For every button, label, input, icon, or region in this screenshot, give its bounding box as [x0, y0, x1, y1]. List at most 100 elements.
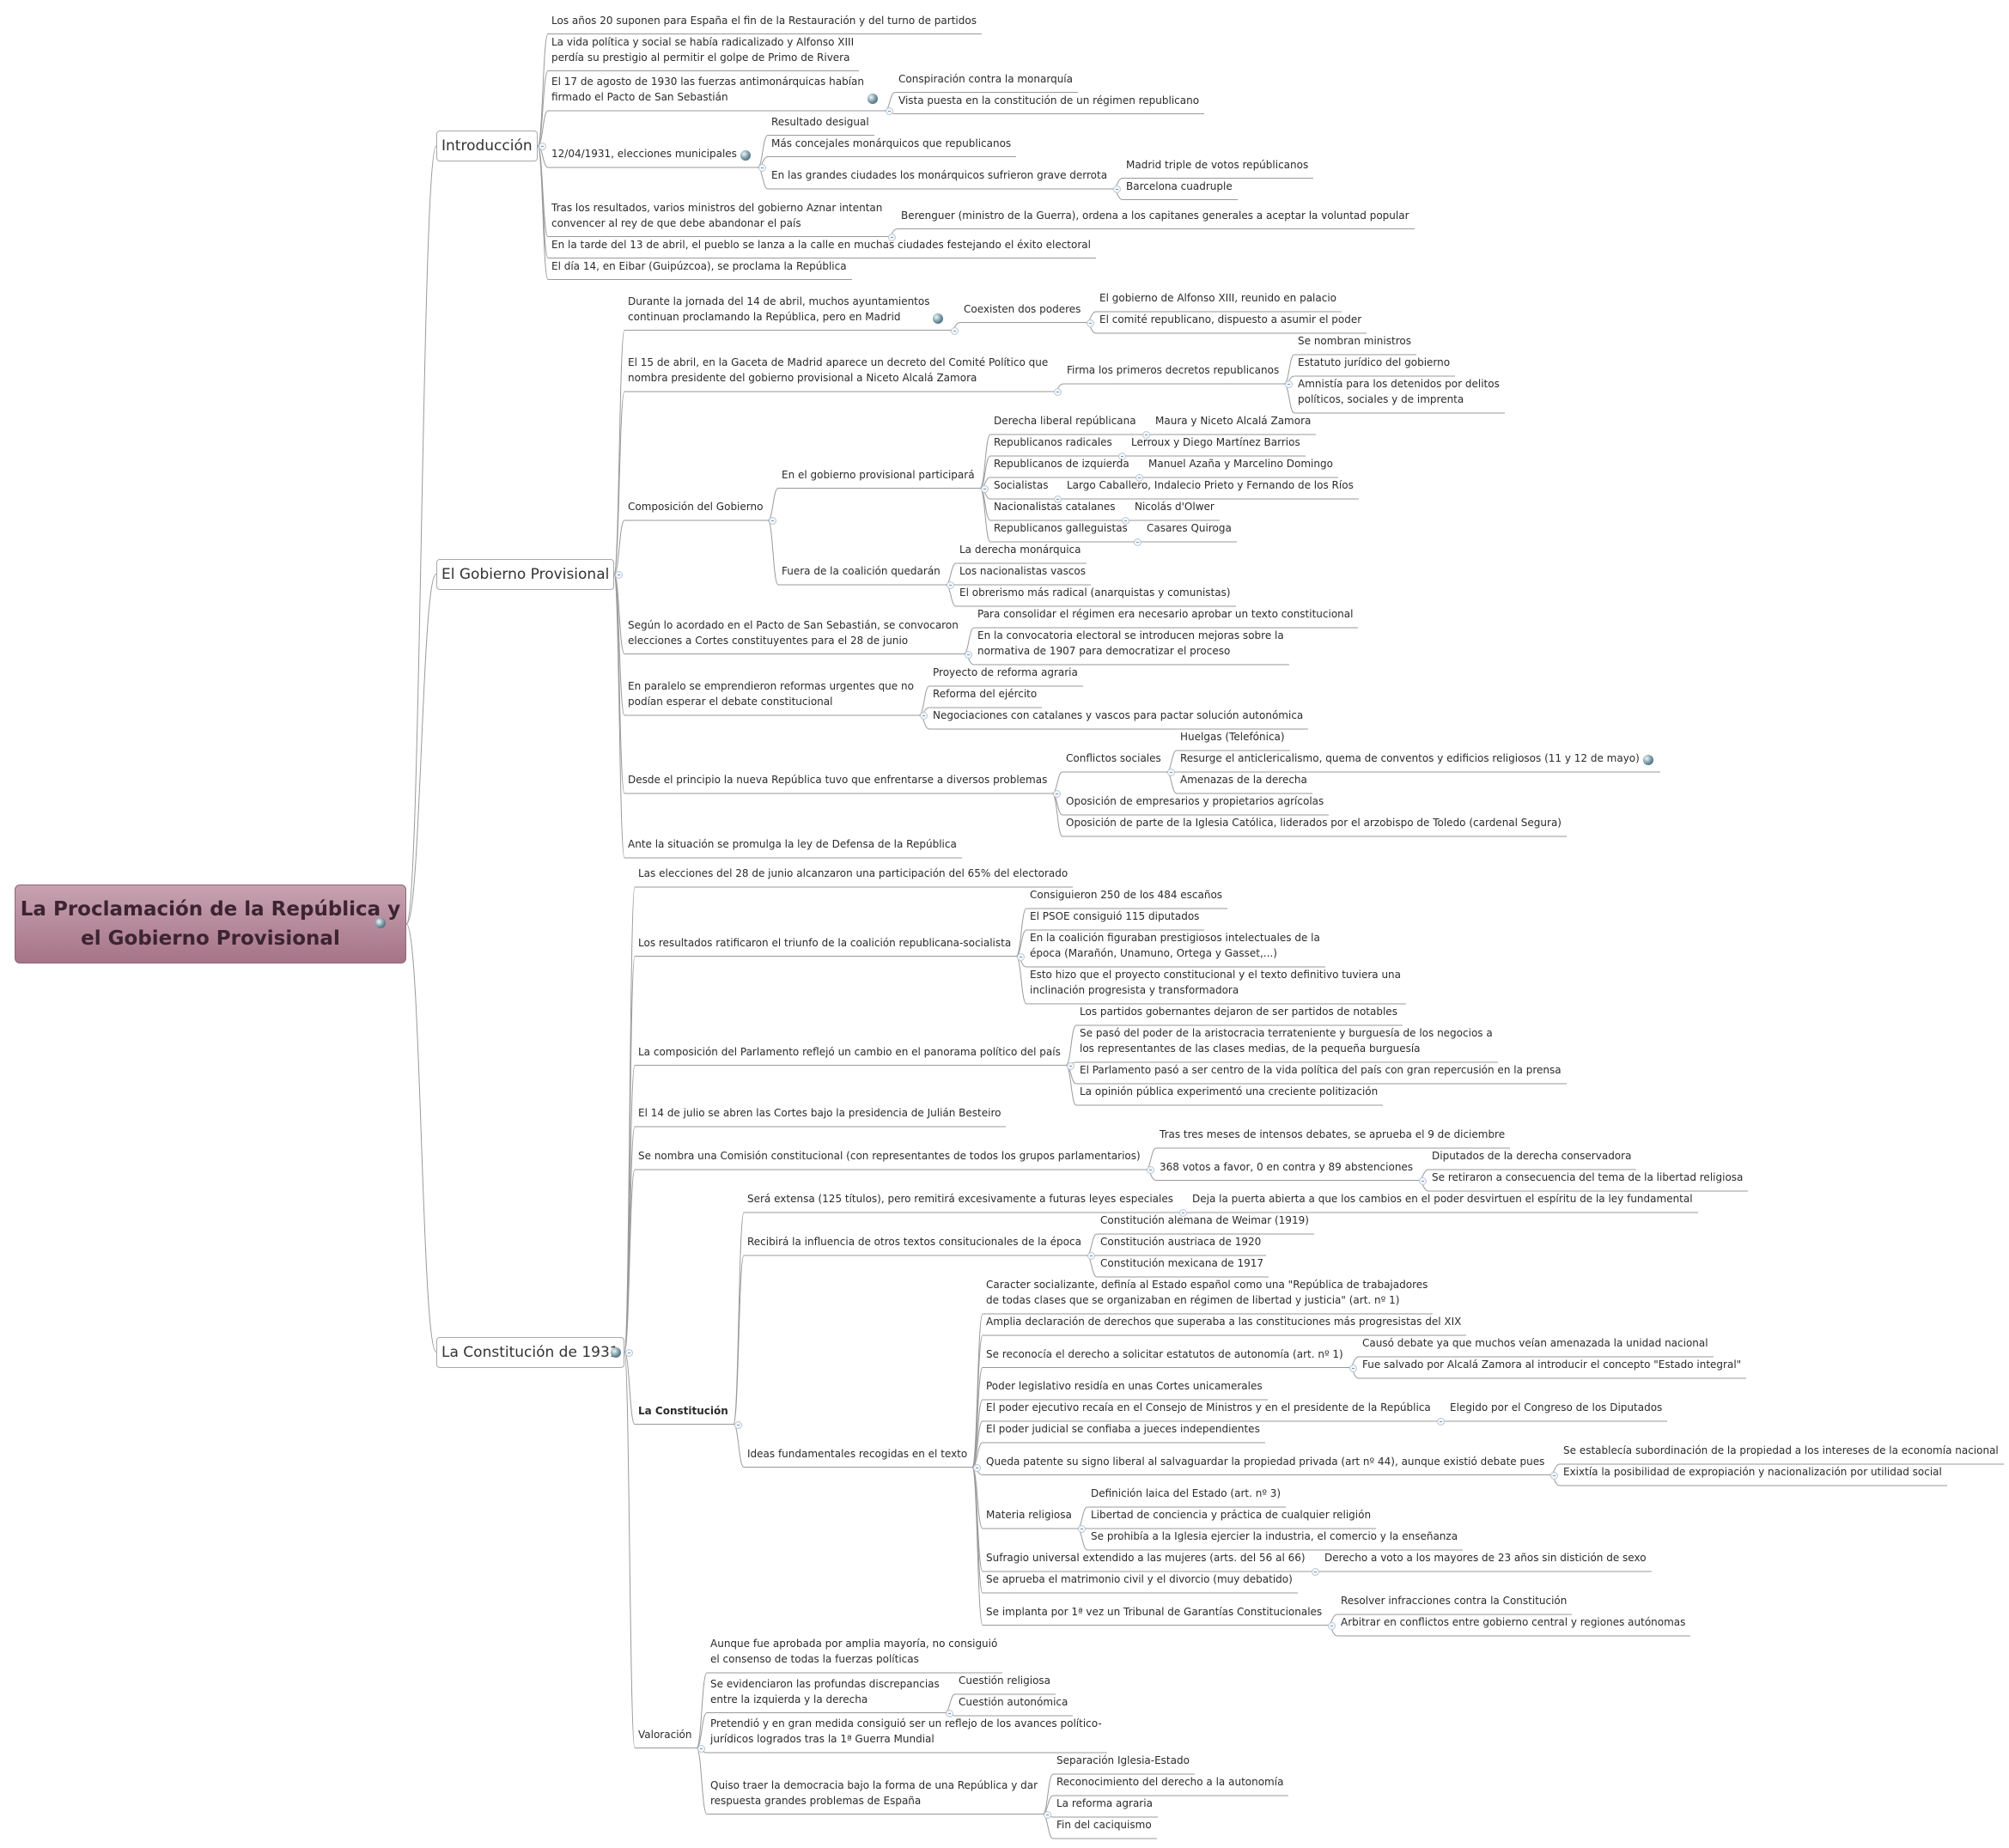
collapse-toggle-icon[interactable] — [1437, 1418, 1445, 1426]
topic-leaf[interactable]: Resurge el anticlericalismo, quema de co… — [1180, 752, 1640, 764]
collapse-toggle-icon[interactable] — [734, 1420, 742, 1429]
collapse-toggle-icon[interactable] — [1053, 790, 1061, 798]
topic-leaf[interactable]: Se prohibía a la Iglesia ejercier la ind… — [1091, 1530, 1458, 1542]
subtopic-node[interactable]: Socialistas — [994, 479, 1049, 491]
topic-leaf[interactable]: Los partidos gobernantes dejaron de ser … — [1080, 1006, 1397, 1018]
collapse-toggle-icon[interactable] — [615, 570, 623, 579]
subtopic-node[interactable]: Composición del Gobierno — [628, 501, 764, 513]
topic-leaf[interactable]: Los años 20 suponen para España el fin d… — [551, 14, 977, 27]
topic-leaf[interactable]: Oposición de empresarios y propietarios … — [1066, 795, 1324, 807]
topic-leaf[interactable]: Casares Quiroga — [1147, 522, 1232, 534]
topic-leaf[interactable]: Poder legislativo residía en unas Cortes… — [986, 1380, 1263, 1392]
subtopic-node[interactable]: La Constitución — [638, 1404, 728, 1417]
topic-leaf[interactable]: El obrerismo más radical (anarquistas y … — [959, 587, 1231, 599]
topic-leaf[interactable]: Conspiración contra la monarquía — [898, 72, 1073, 85]
topic-leaf[interactable]: Libertad de conciencia y práctica de cua… — [1091, 1509, 1372, 1521]
subtopic-node[interactable]: En paralelo se emprendieron reformas urg… — [628, 680, 914, 708]
subtopic-node[interactable]: Materia religiosa — [986, 1509, 1072, 1521]
topic-leaf[interactable]: Arbitrar en conflictos entre gobierno ce… — [1341, 1616, 1686, 1628]
subtopic-node[interactable]: Los resultados ratificaron el triunfo de… — [638, 936, 1012, 949]
topic-leaf[interactable]: Para consolidar el régimen era necesario… — [977, 608, 1354, 620]
topic-leaf[interactable]: Resultado desigual — [771, 115, 869, 128]
collapse-toggle-icon[interactable] — [1349, 1364, 1357, 1372]
subtopic-node[interactable]: Se implanta por 1ª vez un Tribunal de Ga… — [986, 1605, 1323, 1618]
topic-leaf[interactable]: Exixtía la posibilidad de expropiación y… — [1563, 1466, 1942, 1478]
collapse-toggle-icon[interactable] — [1328, 1621, 1336, 1630]
collapse-toggle-icon[interactable] — [1017, 952, 1025, 961]
subtopic-node[interactable]: Firma los primeros decretos republicanos — [1067, 364, 1280, 376]
topic-leaf[interactable]: El 14 de julio se abren las Cortes bajo … — [638, 1107, 1001, 1119]
topic-leaf[interactable]: El gobierno de Alfonso XIII, reunido en … — [1099, 292, 1337, 304]
topic-leaf[interactable]: Diputados de la derecha conservadora — [1432, 1150, 1632, 1162]
topic-leaf[interactable]: Resolver infracciones contra la Constitu… — [1341, 1595, 1568, 1607]
topic-leaf[interactable]: Causó debate ya que muchos veían amenaza… — [1362, 1337, 1708, 1349]
topic-leaf[interactable]: Cuestión religiosa — [959, 1675, 1051, 1687]
topic-leaf[interactable]: La vida política y social se había radic… — [551, 35, 855, 64]
topic-leaf[interactable]: La reforma agraria — [1056, 1797, 1153, 1809]
topic-leaf[interactable]: Amenazas de la derecha — [1180, 774, 1307, 786]
collapse-toggle-icon[interactable] — [539, 143, 546, 150]
topic-leaf[interactable]: Se nombran ministros — [1298, 335, 1411, 347]
collapse-toggle-icon[interactable] — [1147, 1166, 1154, 1174]
topic-leaf[interactable]: Fue salvado por Alcalá Zamora al introdu… — [1362, 1359, 1742, 1371]
subtopic-node[interactable]: Conflictos sociales — [1066, 752, 1161, 764]
subtopic-node[interactable]: Tras los resultados, varios ministros de… — [551, 201, 883, 229]
topic-leaf[interactable]: Maura y Niceto Alcalá Zamora — [1155, 415, 1312, 427]
collapse-toggle-icon[interactable] — [973, 1463, 981, 1472]
collapse-toggle-icon[interactable] — [1312, 1568, 1319, 1576]
topic-leaf[interactable]: La derecha monárquica — [959, 544, 1081, 556]
collapse-toggle-icon[interactable] — [886, 107, 893, 115]
subtopic-node[interactable]: El 17 de agosto de 1930 las fuerzas anti… — [551, 76, 864, 103]
subtopic-node[interactable]: Ideas fundamentales recogidas en el text… — [747, 1447, 968, 1460]
subtopic-node[interactable]: En el gobierno provisional participará — [782, 468, 975, 481]
topic-leaf[interactable]: Amplia declaración de derechos que super… — [986, 1316, 1462, 1328]
main-topic-2[interactable]: La Constitución de 1931 — [436, 1336, 624, 1368]
collapse-toggle-icon[interactable] — [981, 484, 989, 493]
collapse-toggle-icon[interactable] — [1167, 769, 1175, 776]
topic-leaf[interactable]: Separación Iglesia-Estado — [1056, 1754, 1190, 1766]
subtopic-node[interactable]: Republicanos galleguistas — [994, 522, 1128, 534]
collapse-toggle-icon[interactable] — [1419, 1176, 1427, 1185]
subtopic-node[interactable]: Derecha liberal repúblicana — [994, 415, 1136, 427]
topic-leaf[interactable]: Caracter socializante, definía al Estado… — [986, 1279, 1428, 1306]
topic-leaf[interactable]: Huelgas (Telefónica) — [1180, 731, 1285, 743]
main-topic-1[interactable]: El Gobierno Provisional — [436, 558, 615, 590]
subtopic-node[interactable]: Se reconocía el derecho a solicitar esta… — [986, 1347, 1343, 1360]
collapse-toggle-icon[interactable] — [1134, 538, 1141, 546]
subtopic-node[interactable]: Valoración — [638, 1728, 692, 1741]
subtopic-node[interactable]: Según lo acordado en el Pacto de San Seb… — [628, 618, 959, 647]
topic-leaf[interactable]: Se retiraron a consecuencia del tema de … — [1432, 1171, 1744, 1183]
collapse-toggle-icon[interactable] — [920, 712, 928, 720]
topic-leaf[interactable]: El poder judicial se confiaba a jueces i… — [986, 1423, 1260, 1435]
topic-leaf[interactable]: Derecho a voto a los mayores de 23 años … — [1324, 1552, 1647, 1564]
subtopic-node[interactable]: 368 votos a favor, 0 en contra y 89 abst… — [1160, 1160, 1414, 1173]
collapse-toggle-icon[interactable] — [697, 1744, 705, 1753]
topic-leaf[interactable]: Ante la situación se promulga la ley de … — [628, 838, 957, 850]
topic-leaf[interactable]: Proyecto de reforma agraria — [933, 666, 1078, 678]
collapse-toggle-icon[interactable] — [951, 326, 959, 335]
topic-leaf[interactable]: Constitución mexicana de 1917 — [1100, 1257, 1263, 1269]
topic-leaf[interactable]: Constitución austriaca de 1920 — [1100, 1236, 1262, 1248]
topic-leaf[interactable]: Lerroux y Diego Martínez Barrios — [1131, 436, 1300, 448]
collapse-toggle-icon[interactable] — [1118, 453, 1126, 460]
subtopic-node[interactable]: Se evidenciaron las profundas discrepanc… — [710, 1677, 940, 1705]
topic-leaf[interactable]: Reconocimiento del derecho a la autonomí… — [1056, 1776, 1284, 1788]
topic-leaf[interactable]: La opinión pública experimentó una creci… — [1080, 1085, 1379, 1097]
subtopic-node[interactable]: Desde el principio la nueva República tu… — [628, 774, 1048, 786]
collapse-toggle-icon[interactable] — [888, 233, 896, 241]
collapse-toggle-icon[interactable] — [965, 650, 972, 659]
topic-leaf[interactable]: Manuel Azaña y Marcelino Domingo — [1148, 458, 1333, 470]
topic-leaf[interactable]: Deja la puerta abierta a que los cambios… — [1192, 1193, 1693, 1205]
collapse-toggle-icon[interactable] — [1179, 1209, 1187, 1217]
topic-leaf[interactable]: Esto hizo que el proyecto constitucional… — [1030, 969, 1402, 996]
subtopic-node[interactable]: 12/04/1931, elecciones municipales — [551, 148, 737, 160]
subtopic-node[interactable]: Fuera de la coalición quedarán — [782, 565, 941, 577]
collapse-toggle-icon[interactable] — [947, 581, 954, 589]
topic-leaf[interactable]: En la tarde del 13 de abril, el pueblo s… — [551, 238, 1091, 251]
subtopic-node[interactable]: Quiso traer la democracia bajo la forma … — [710, 1778, 1038, 1807]
topic-leaf[interactable]: Vista puesta en la constitución de un ré… — [898, 94, 1200, 106]
topic-leaf[interactable]: Consiguieron 250 de los 484 escaños — [1030, 889, 1223, 901]
topic-leaf[interactable]: Las elecciones del 28 de junio alcanzaro… — [638, 867, 1068, 879]
